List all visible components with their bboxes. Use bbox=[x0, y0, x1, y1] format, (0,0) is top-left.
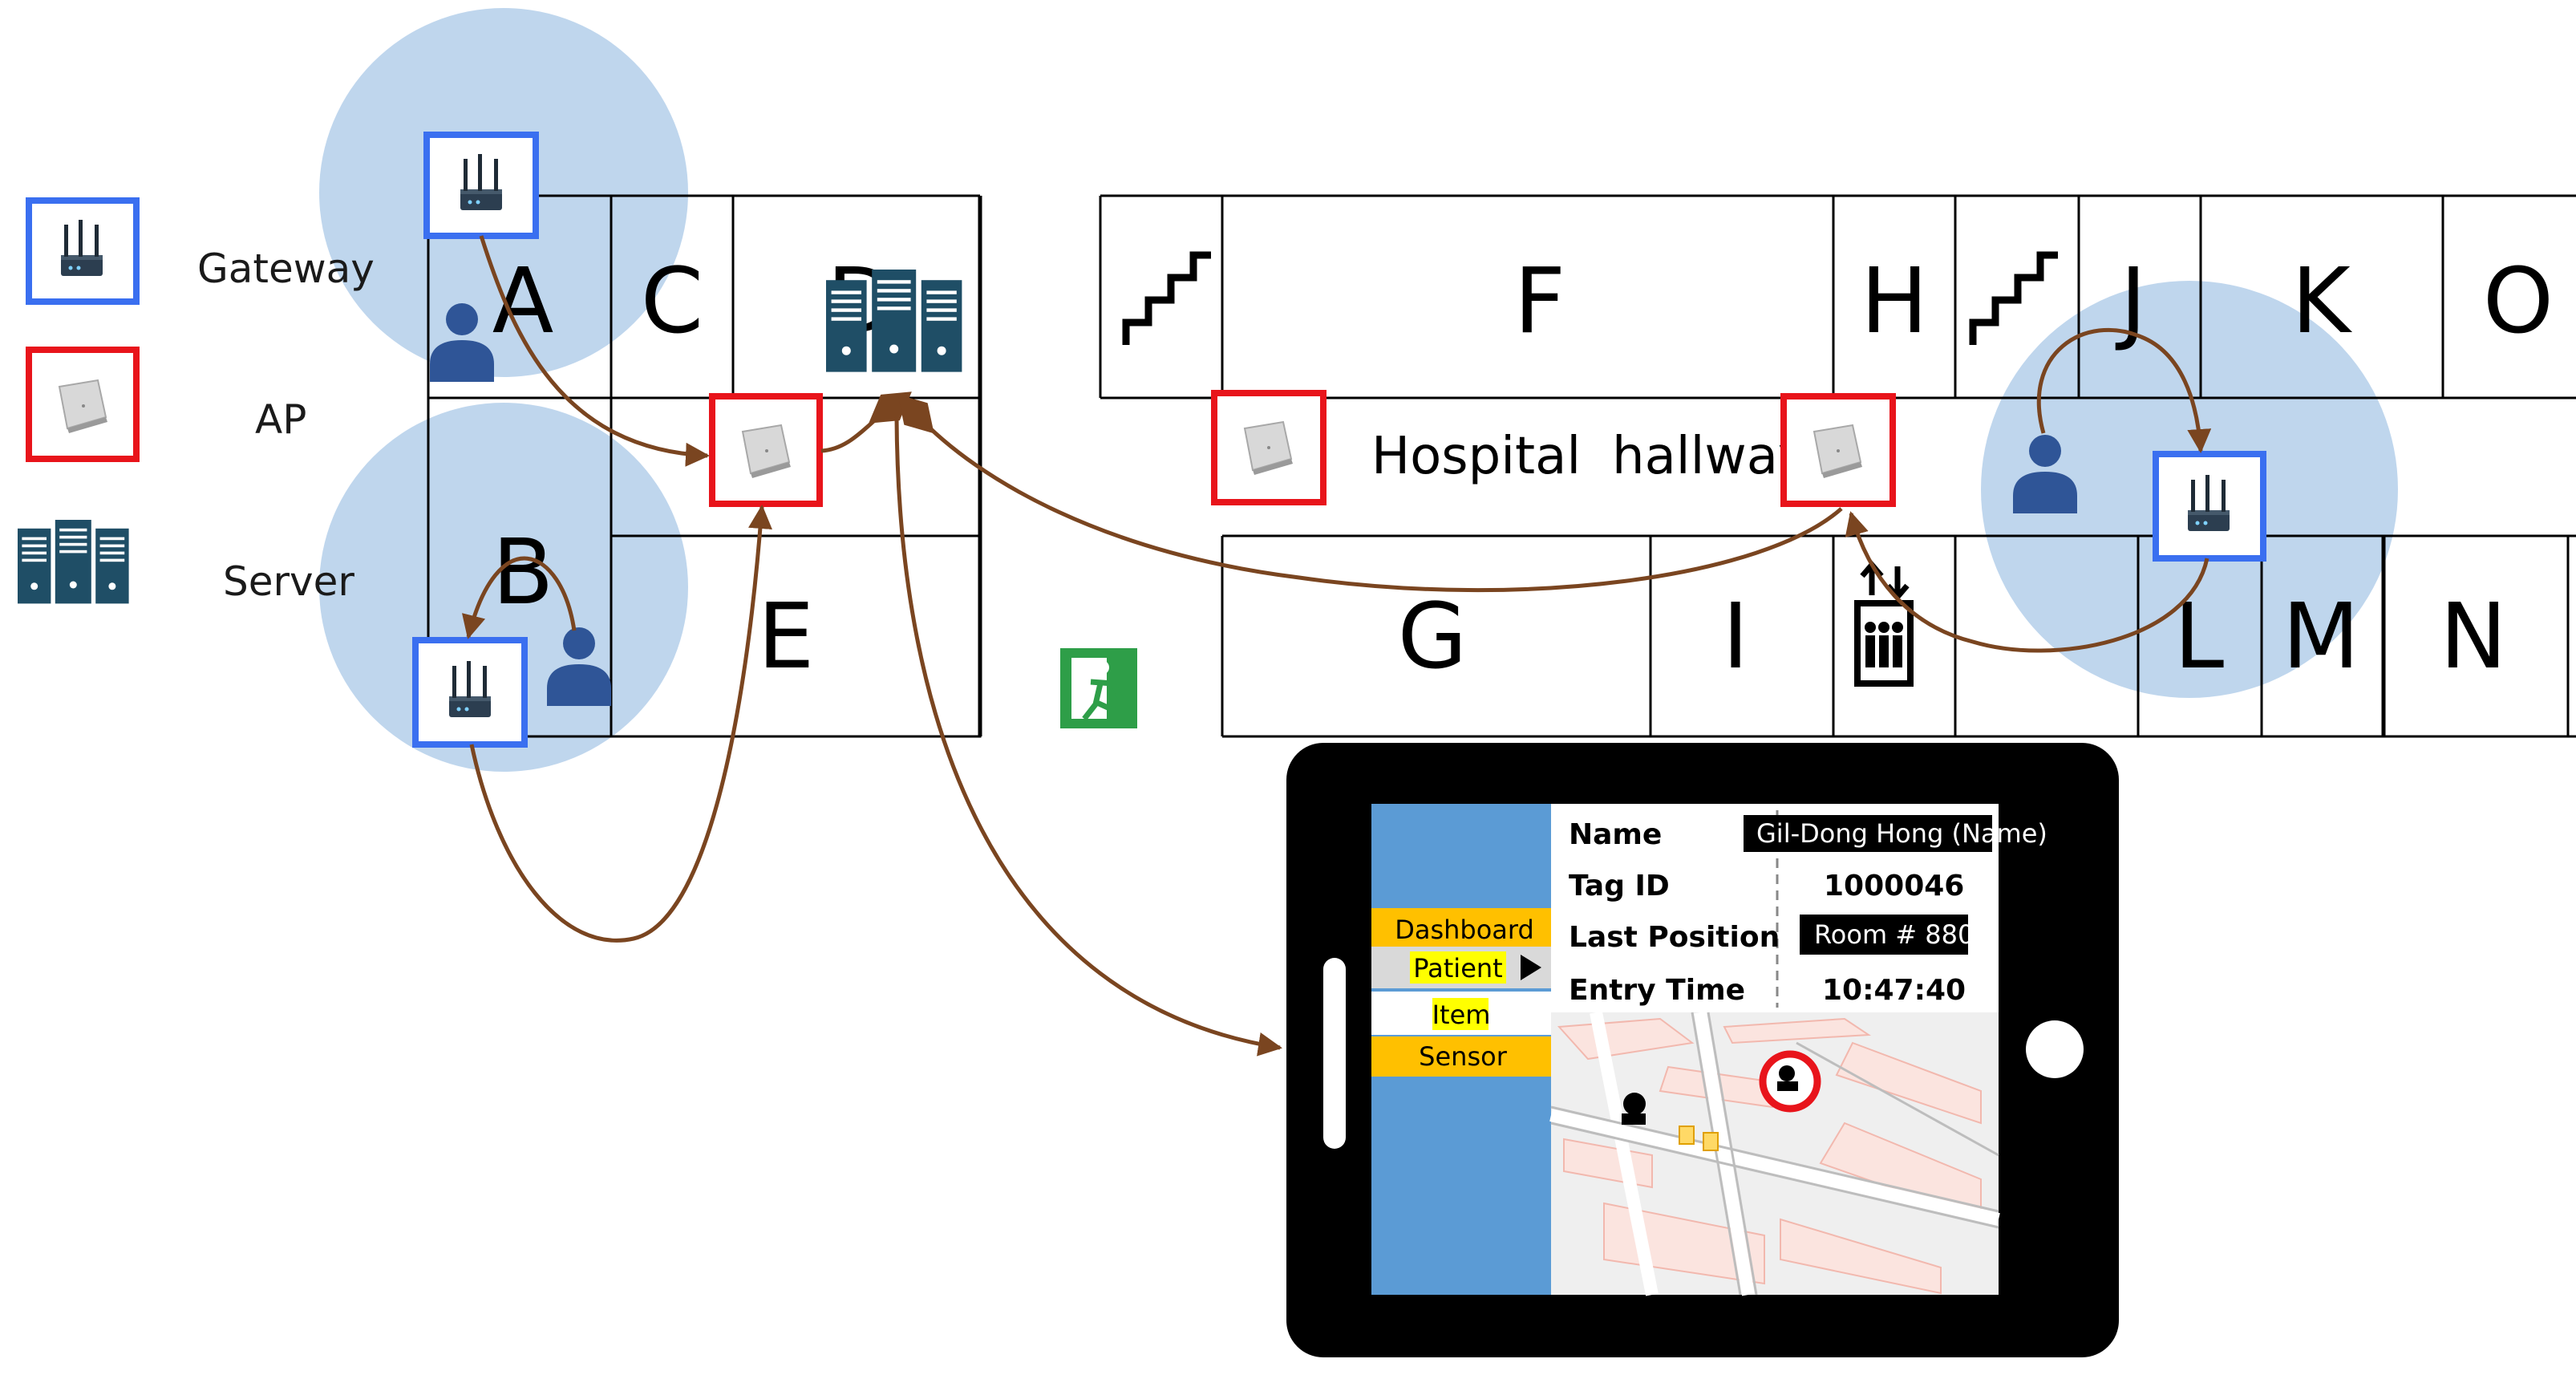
last-position-value-bg bbox=[1800, 915, 1968, 955]
access-point-hallway-right bbox=[1780, 393, 1896, 507]
room-label-n: N bbox=[2440, 585, 2507, 689]
patient-marker-icon bbox=[1777, 1065, 1798, 1091]
room-label-i: I bbox=[1722, 585, 1748, 689]
arrow-server-to-tablet bbox=[894, 416, 1282, 1057]
room-label-m: M bbox=[2282, 585, 2360, 689]
gateway-room-b bbox=[412, 637, 528, 748]
arrow-ap-to-server bbox=[820, 391, 912, 453]
menu-label-dashboard: Dashboard bbox=[1395, 915, 1534, 945]
server-icon bbox=[18, 520, 129, 604]
legend: Gateway AP Server bbox=[18, 197, 375, 605]
coverage-zones bbox=[319, 8, 2398, 772]
gateway-room-l bbox=[2153, 451, 2266, 562]
entry-time-label: Entry Time bbox=[1569, 974, 1745, 1007]
gateway-icon bbox=[2188, 475, 2230, 531]
legend-server-label: Server bbox=[223, 558, 354, 605]
room-label-h: H bbox=[1861, 249, 1928, 354]
stairs-icon bbox=[1122, 251, 1211, 345]
legend-gateway: Gateway bbox=[26, 197, 375, 305]
arrow-person-l-to-gateway bbox=[2036, 327, 2212, 453]
name-value-bg bbox=[1744, 815, 1992, 852]
gateway-icon bbox=[449, 661, 491, 717]
gateway-icon bbox=[61, 220, 103, 276]
menu-label-sensor: Sensor bbox=[1419, 1041, 1508, 1072]
arrow-gateway-l-to-ap bbox=[1845, 511, 2209, 653]
emergency-exit-icon bbox=[1060, 648, 1137, 728]
arrow-gateway-b-to-ap bbox=[469, 505, 772, 943]
arrow-ap-hallway-to-server bbox=[897, 394, 1843, 593]
selected-arrow-icon bbox=[1521, 955, 1541, 980]
stairs-icon bbox=[1969, 251, 2058, 345]
room-label-b: B bbox=[492, 521, 554, 625]
name-label: Name bbox=[1569, 818, 1662, 851]
menu-label-bg bbox=[1397, 913, 1532, 943]
legend-ap: AP bbox=[26, 347, 306, 462]
room-label-l: L bbox=[2174, 585, 2224, 689]
patient-info-panel: Name Gil-Dong Hong (Name) Tag ID 1000046… bbox=[1569, 810, 2047, 1008]
tag-id-label: Tag ID bbox=[1569, 870, 1670, 902]
menu-label-bg bbox=[1432, 998, 1488, 1030]
gateway-room-a bbox=[423, 132, 539, 239]
last-position-label: Last Position bbox=[1569, 921, 1780, 954]
gateway-icon bbox=[460, 154, 502, 210]
room-label-g: G bbox=[1398, 585, 1468, 689]
arrow-person-b-to-gateway bbox=[462, 556, 577, 639]
tablet-home-button[interactable] bbox=[2026, 1020, 2084, 1078]
menu-label-item: Item bbox=[1432, 1000, 1491, 1030]
room-label-o: O bbox=[2483, 249, 2554, 354]
legend-server: Server bbox=[18, 520, 354, 605]
menu-item-sensor[interactable] bbox=[1371, 1036, 1551, 1077]
access-point-room-e bbox=[709, 393, 823, 507]
hallway-label-word1: Hospital bbox=[1371, 427, 1581, 486]
last-position-value: Room # 8803 bbox=[1814, 919, 1991, 950]
menu-label-bg bbox=[1410, 951, 1506, 984]
hallway-label-word2: hallway bbox=[1612, 427, 1808, 486]
room-label-k: K bbox=[2291, 249, 2352, 354]
floor-map[interactable] bbox=[1549, 1011, 2000, 1296]
tablet-device: Dashboard Patient Item Sensor Name Gil-D… bbox=[1286, 743, 2119, 1357]
server-icon bbox=[826, 270, 962, 372]
legend-gateway-label: Gateway bbox=[197, 245, 375, 292]
access-point-hallway-left bbox=[1211, 390, 1326, 505]
menu-label-patient: Patient bbox=[1413, 953, 1502, 984]
current-patient-marker[interactable] bbox=[1759, 1050, 1821, 1113]
tag-id-value: 1000046 bbox=[1824, 870, 1964, 902]
room-label-e: E bbox=[758, 585, 815, 689]
entry-time-value: 10:47:40 bbox=[1822, 974, 1966, 1007]
legend-ap-label: AP bbox=[255, 396, 306, 443]
tablet-side-button[interactable] bbox=[1323, 958, 1346, 1149]
arrow-gateway-a-to-ap bbox=[479, 235, 710, 467]
room-label-c: C bbox=[641, 249, 703, 354]
room-label-f: F bbox=[1514, 249, 1565, 354]
name-value: Gil-Dong Hong (Name) bbox=[1756, 818, 2047, 849]
app-menu: Dashboard Patient Item Sensor bbox=[1371, 908, 1551, 1077]
data-flow-arrows bbox=[462, 235, 2212, 1057]
patient-marker-icon bbox=[1622, 1093, 1646, 1125]
